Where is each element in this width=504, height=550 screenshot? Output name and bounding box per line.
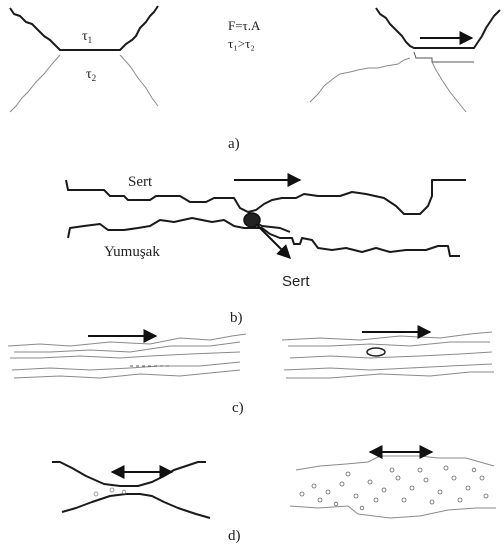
panel-b: Sert Yumuşak Sert b): [66, 174, 466, 326]
tau2-label: τ2: [86, 67, 96, 83]
third-body-bottom: [290, 506, 496, 518]
panel-a: τ1 τ2 F=τ.A τ₁>τ₂ a): [10, 6, 500, 152]
lower-asperity-right: [310, 58, 410, 102]
shear-inequality: τ₁>τ₂: [228, 36, 255, 51]
upper-material-label: Sert: [128, 174, 153, 190]
panel-c-label: c): [232, 400, 244, 416]
panel-a-label: a): [228, 136, 240, 152]
lower-asperity-left-r: [120, 55, 158, 106]
film-left-3: [10, 352, 240, 358]
lower-profile-d-left: [62, 494, 210, 518]
tau1-label: τ1: [82, 29, 92, 45]
lower-asperity-left: [10, 55, 60, 112]
panel-d: d): [52, 452, 496, 544]
lower-material-label: Yumuşak: [104, 244, 160, 260]
panel-d-label: d): [228, 528, 241, 544]
film-right-5: [286, 372, 494, 378]
force-formula: F=τ.A: [228, 18, 261, 33]
film-left-2: [14, 342, 240, 352]
film-right-4: [284, 364, 492, 370]
trapped-debris: [367, 348, 385, 356]
debris-d-right: [300, 466, 488, 510]
third-body-region: [296, 456, 494, 470]
panel-c: c): [8, 332, 494, 416]
particle-material-label: Sert: [282, 273, 310, 290]
upper-asperity-right: [376, 8, 500, 48]
upper-surface: [66, 180, 466, 214]
right-shear-strip: [414, 52, 474, 62]
upper-profile-d-left: [52, 462, 206, 486]
film-left-5: [14, 370, 240, 378]
film-right-2: [288, 342, 490, 346]
panel-b-label: b): [230, 310, 243, 326]
lower-asperity-right-r: [432, 62, 466, 112]
film-right-top: [282, 332, 492, 340]
film-left-4: [12, 362, 240, 370]
film-right-3: [290, 352, 492, 358]
